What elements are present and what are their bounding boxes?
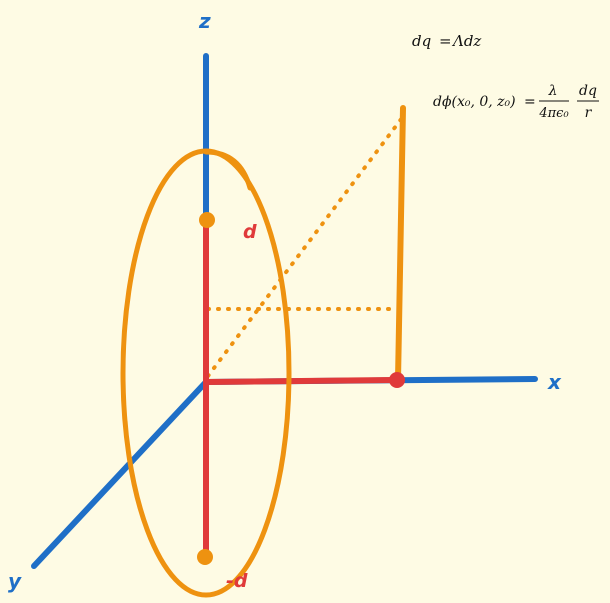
bottom-charge-point bbox=[197, 549, 213, 565]
observation-point bbox=[389, 372, 405, 388]
fraction2-denominator: r bbox=[585, 105, 593, 121]
dq-equals: = bbox=[439, 32, 452, 50]
z-axis-label: z bbox=[198, 9, 211, 33]
observation-height-line bbox=[395, 105, 406, 383]
charge-element-equation: dq = Λdz bbox=[412, 32, 481, 50]
dq-rhs: Λdz bbox=[451, 32, 481, 50]
top-charge-label: d bbox=[243, 221, 257, 243]
dotted-diagonal-line bbox=[206, 116, 404, 378]
potential-lhs: dϕ(x₀, 0, z₀) bbox=[433, 94, 516, 110]
y-axis bbox=[31, 379, 209, 569]
potential-equation: dϕ(x₀, 0, z₀) = λ 4πϵ₀ dq r bbox=[433, 83, 599, 121]
bottom-charge-label: -d bbox=[226, 570, 248, 592]
potential-equals: = bbox=[524, 94, 536, 110]
fraction1-denominator: 4πϵ₀ bbox=[538, 106, 569, 121]
top-charge-point bbox=[199, 212, 215, 228]
fraction1-numerator: λ bbox=[548, 83, 558, 99]
dq-lhs: dq bbox=[412, 32, 431, 50]
y-axis-label: y bbox=[8, 569, 22, 593]
fraction2-numerator: dq bbox=[579, 83, 597, 99]
x-axis-label: x bbox=[547, 370, 562, 394]
x-distance-segment bbox=[203, 377, 399, 385]
ring-stroke-flourish bbox=[203, 149, 253, 191]
